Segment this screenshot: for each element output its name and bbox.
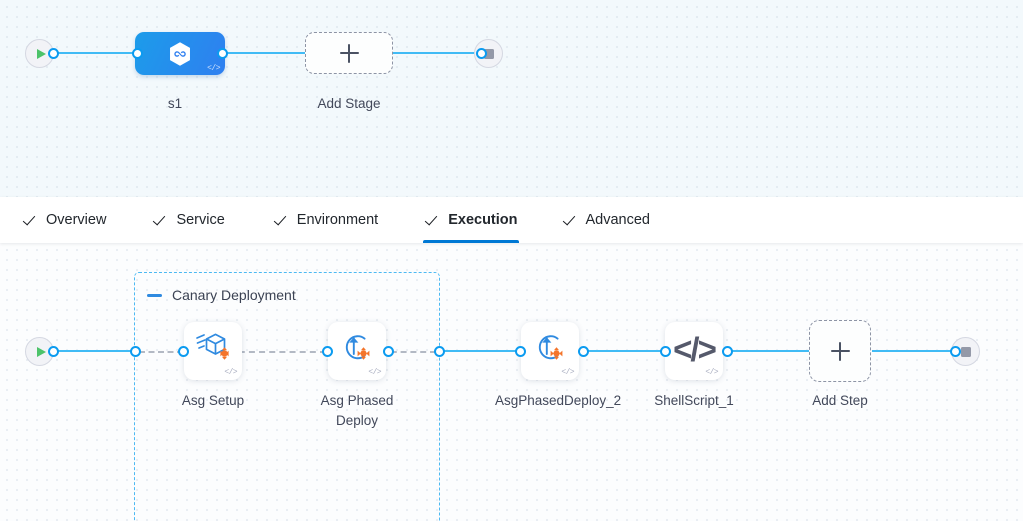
step-card-asg-setup[interactable]: </> bbox=[184, 322, 242, 380]
add-step-label: Add Step bbox=[812, 393, 868, 408]
step-link-g1-to-asgsetup bbox=[139, 351, 183, 353]
stage-port-end-in[interactable] bbox=[476, 48, 487, 59]
check-icon bbox=[152, 213, 167, 228]
step-port-end-in[interactable] bbox=[950, 346, 961, 357]
add-stage-button[interactable] bbox=[305, 32, 393, 74]
stage-link-s1-to-addstage bbox=[222, 52, 310, 55]
step-code-badge: </> bbox=[224, 368, 237, 377]
tab-label: Service bbox=[176, 212, 225, 228]
step-group-header[interactable]: Canary Deployment bbox=[147, 287, 296, 303]
step-port-group-out[interactable] bbox=[434, 346, 445, 357]
step-link-addstep-to-end bbox=[872, 350, 956, 353]
step-port-shellscript-out[interactable] bbox=[722, 346, 733, 357]
execution-steps-canvas[interactable]: Canary Deployment bbox=[0, 243, 1023, 521]
stage-port-s1-out[interactable] bbox=[217, 48, 228, 59]
step-port-asgphased-out[interactable] bbox=[383, 346, 394, 357]
play-icon bbox=[36, 48, 46, 59]
step-code-badge: </> bbox=[561, 368, 574, 377]
step-port-asgphased2-in[interactable] bbox=[515, 346, 526, 357]
check-icon bbox=[273, 213, 288, 228]
step-code-badge: </> bbox=[368, 368, 381, 377]
step-link-g2-to-asgphased2 bbox=[440, 350, 521, 353]
asg-phased-deploy-icon bbox=[345, 335, 370, 360]
check-icon bbox=[22, 213, 37, 228]
step-port-group-in[interactable] bbox=[130, 346, 141, 357]
tab-execution[interactable]: Execution bbox=[423, 197, 519, 243]
stage-link-addstage-to-end bbox=[390, 52, 482, 55]
step-port-asgsetup-out[interactable] bbox=[322, 346, 333, 357]
step-code-badge: </> bbox=[705, 368, 718, 377]
step-card-shell-script-1[interactable]: </> </> bbox=[665, 322, 723, 380]
step-link-asgphased2-to-shellscript bbox=[588, 350, 666, 353]
stage-port-start-out[interactable] bbox=[48, 48, 59, 59]
stage-port-s1-in[interactable] bbox=[132, 48, 143, 59]
tab-label: Execution bbox=[448, 212, 518, 228]
stop-square-icon bbox=[960, 346, 971, 357]
step-label-asg-phased-deploy-2: AsgPhasedDeploy_2 bbox=[495, 393, 622, 408]
stage-code-badge: </> bbox=[207, 64, 220, 73]
minus-icon[interactable] bbox=[147, 293, 162, 297]
stage-link-start-to-s1 bbox=[48, 52, 138, 55]
stage-node-s1[interactable]: </> bbox=[135, 32, 225, 75]
step-link-shellscript-to-addstep bbox=[730, 350, 810, 353]
step-port-asgsetup-in[interactable] bbox=[178, 346, 189, 357]
tab-label: Advanced bbox=[585, 212, 651, 228]
hexagon-infinity-icon bbox=[170, 41, 190, 66]
step-group-canary-deployment[interactable]: Canary Deployment bbox=[134, 272, 440, 521]
play-icon bbox=[36, 346, 46, 357]
step-port-shellscript-in[interactable] bbox=[660, 346, 671, 357]
step-link-asgsetup-to-asgphased bbox=[188, 351, 326, 353]
step-link-start-to-g1 bbox=[48, 350, 138, 353]
check-icon bbox=[424, 213, 439, 228]
step-label-shell-script-1: ShellScript_1 bbox=[654, 393, 734, 408]
step-card-asg-phased-deploy[interactable]: </> bbox=[328, 322, 386, 380]
add-stage-label: Add Stage bbox=[317, 96, 381, 111]
stage-pipeline-canvas[interactable]: </> s1 Add Stage bbox=[0, 0, 1023, 197]
asg-setup-box-icon bbox=[196, 333, 229, 360]
add-step-button[interactable] bbox=[809, 320, 871, 382]
asg-phased-deploy-icon bbox=[538, 335, 563, 360]
plus-icon bbox=[339, 43, 359, 63]
step-group-title: Canary Deployment bbox=[172, 287, 296, 303]
step-port-asgphased2-out[interactable] bbox=[578, 346, 589, 357]
tab-label: Environment bbox=[296, 212, 379, 228]
step-label-asg-phased-deploy: Asg Phased Deploy bbox=[320, 393, 394, 428]
stage-config-tabs: Overview Service Environment Execution A… bbox=[0, 197, 1023, 243]
plus-icon bbox=[830, 341, 850, 361]
shell-script-icon: </> bbox=[673, 330, 717, 368]
stop-square-icon bbox=[483, 48, 494, 59]
step-card-asg-phased-deploy-2[interactable]: </> bbox=[521, 322, 579, 380]
tab-service[interactable]: Service bbox=[152, 197, 224, 243]
check-icon bbox=[562, 213, 577, 228]
step-label-asg-setup: Asg Setup bbox=[181, 393, 245, 408]
tab-overview[interactable]: Overview bbox=[22, 197, 106, 243]
step-port-start-out[interactable] bbox=[48, 346, 59, 357]
stage-node-label-s1: s1 bbox=[167, 96, 183, 111]
tab-label: Overview bbox=[46, 212, 107, 228]
tab-environment[interactable]: Environment bbox=[273, 197, 378, 243]
tab-advanced[interactable]: Advanced bbox=[562, 197, 651, 243]
